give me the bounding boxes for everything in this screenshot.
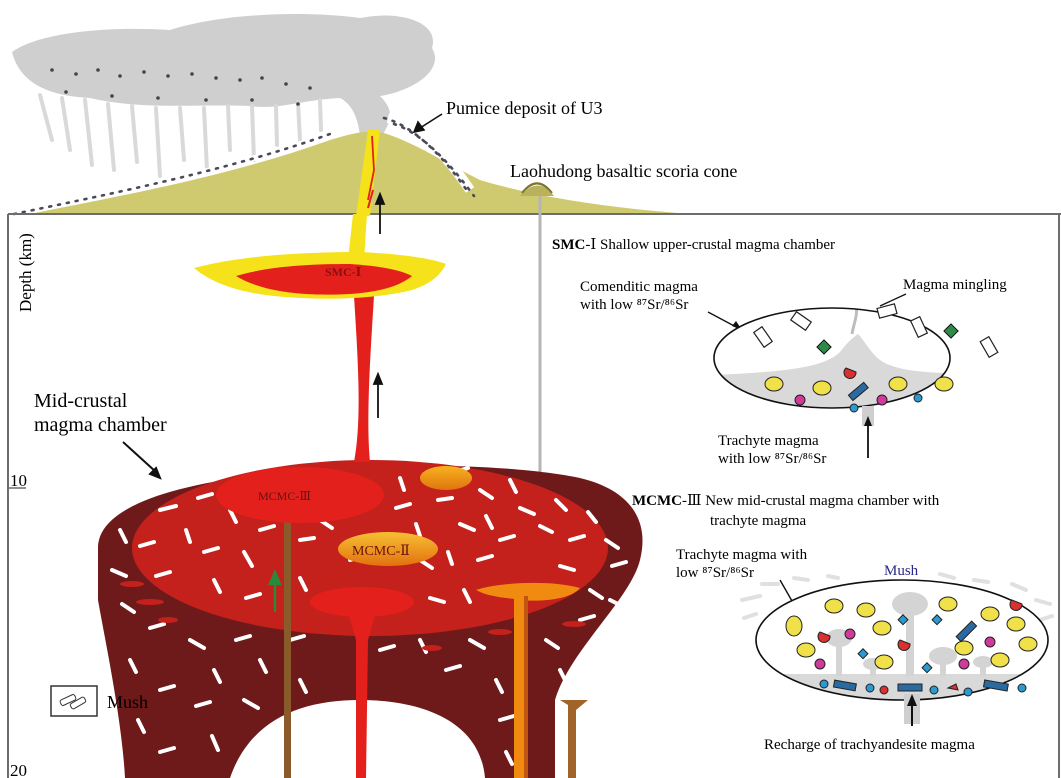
smc-panel-title-rest: -Ⅰ Shallow upper-crustal magma chamber (585, 237, 835, 253)
smc-panel-title-bold: SMC (552, 237, 585, 253)
ascent-arrows (374, 194, 384, 418)
recharge-label: Recharge of trachyandesite magma (764, 737, 975, 753)
comenditic-label-1: Comenditic magma (580, 279, 698, 295)
mcmc-mush-label: Mush (884, 563, 919, 579)
mcmc2-label: MCMC-Ⅱ (352, 544, 410, 559)
depth-10-label: 10 (10, 471, 27, 490)
vent-conduit-lower (348, 214, 367, 260)
mcmc-trachyte-label-1: Trachyte magma with (676, 547, 808, 563)
legend-mush-label: Mush (107, 692, 148, 712)
smc-trachyte-label-1: Trachyte magma (718, 433, 819, 449)
mcmc-panel-title-rest: -Ⅲ New mid-crustal magma chamber with (682, 493, 940, 509)
pumice-pointer-arrow (414, 114, 442, 132)
smc1-label: SMC-Ⅰ (325, 265, 362, 279)
mcmc3-label: MCMC-Ⅲ (258, 489, 311, 503)
depth-20-label: 20 (10, 761, 27, 778)
depth-tick-10: 10 (8, 471, 27, 490)
feeder-conduit (354, 296, 374, 462)
smc-trachyte-label-2: with low ⁸⁷Sr/⁸⁶Sr (718, 451, 826, 467)
smc-panel-title: SMC-Ⅰ Shallow upper-crustal magma chambe… (552, 237, 835, 253)
mcmc-trachyte-label-2: low ⁸⁷Sr/⁸⁶Sr (676, 565, 754, 581)
depth-axis-label: Depth (km) (16, 233, 35, 312)
pumice-label: Pumice deposit of U3 (446, 98, 602, 118)
smc-panel: SMC-Ⅰ Shallow upper-crustal magma chambe… (552, 237, 1007, 467)
scoria-cone-label: Laohudong basaltic scoria cone (510, 161, 737, 181)
comenditic-label-2: with low ⁸⁷Sr/⁸⁶Sr (580, 297, 688, 313)
mcmc-panel-title-bold: MCMC (632, 493, 682, 509)
mcmc-panel-title: MCMC-Ⅲ New mid-crustal magma chamber wit… (632, 493, 940, 509)
mingling-label: Magma mingling (903, 277, 1007, 293)
mid-crustal-pointer-arrow (123, 442, 160, 478)
orange-melt-lens (420, 466, 472, 490)
mid-crustal-label-line2: magma chamber (34, 414, 167, 436)
smc1-chamber (194, 252, 446, 299)
mcmc-panel-title-2: trachyte magma (710, 513, 807, 529)
mid-crustal-label-line1: Mid-crustal (34, 390, 128, 412)
mcmc-panel: MCMC-Ⅲ New mid-crustal magma chamber wit… (632, 493, 1060, 753)
